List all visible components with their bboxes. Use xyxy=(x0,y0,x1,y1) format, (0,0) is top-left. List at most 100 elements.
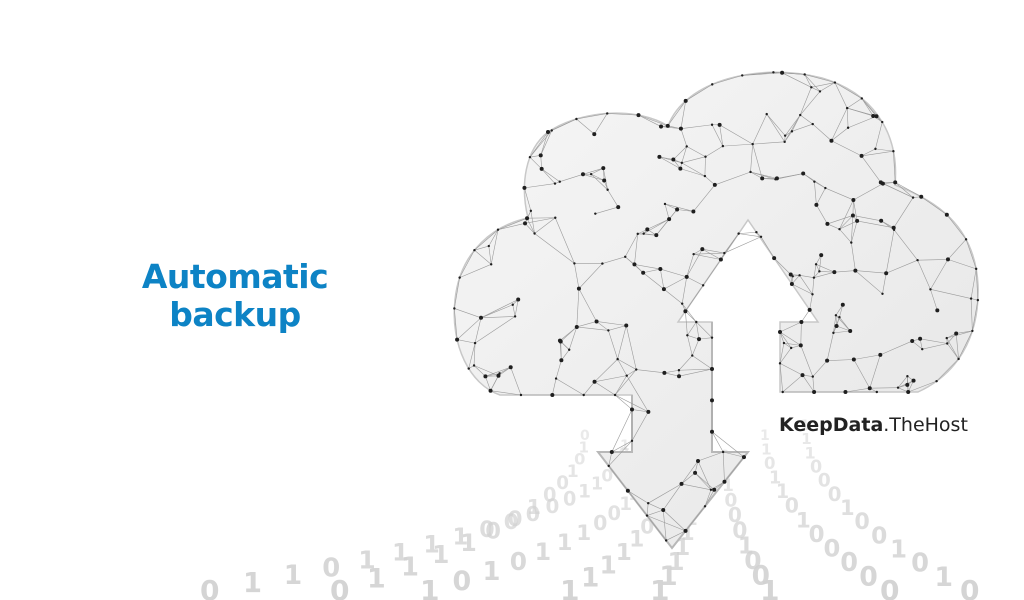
mesh-node xyxy=(803,73,806,76)
mesh-node xyxy=(659,124,664,129)
mesh-node xyxy=(550,393,555,397)
binary-digit: 1 xyxy=(600,550,617,579)
mesh-node xyxy=(663,202,667,206)
mesh-node xyxy=(573,262,576,265)
binary-digit: 0 xyxy=(593,511,607,535)
mesh-node xyxy=(881,292,884,295)
mesh-node xyxy=(458,276,461,279)
mesh-node xyxy=(832,331,835,335)
mesh-node xyxy=(721,450,725,454)
mesh-node xyxy=(974,267,978,271)
binary-digit: 0 xyxy=(543,484,557,507)
mesh-node xyxy=(905,382,910,387)
binary-digit: 1 xyxy=(432,540,449,569)
mesh-node xyxy=(741,455,746,460)
binary-digit: 0 xyxy=(504,510,519,535)
binary-digit: 0 xyxy=(871,522,887,549)
mesh-node xyxy=(878,180,883,185)
binary-digit: 1 xyxy=(535,538,551,566)
binary-digit: 0 xyxy=(752,560,770,591)
mesh-node xyxy=(878,352,883,357)
mesh-node xyxy=(811,122,814,126)
mesh-node xyxy=(891,225,896,230)
binary-digit: 0 xyxy=(854,509,869,535)
binary-digit: 1 xyxy=(578,481,591,502)
binary-stream: 1010011000001111011000111001110101100001… xyxy=(200,418,979,600)
mesh-node xyxy=(559,358,564,363)
mesh-node xyxy=(513,315,517,318)
mesh-node xyxy=(871,114,876,119)
mesh-node xyxy=(693,470,698,475)
binary-digit: 1 xyxy=(761,441,772,459)
mesh-node xyxy=(680,302,684,305)
mesh-node xyxy=(703,505,707,508)
mesh-node xyxy=(845,106,849,110)
mesh-node xyxy=(554,377,558,380)
mesh-node xyxy=(774,176,779,181)
binary-digit: 0 xyxy=(744,546,761,575)
mesh-node xyxy=(700,247,705,252)
binary-digit: 1 xyxy=(616,539,632,566)
mesh-node xyxy=(630,439,634,443)
mesh-node xyxy=(723,251,726,255)
mesh-node xyxy=(946,342,949,345)
mesh-node xyxy=(935,379,938,383)
mesh-node xyxy=(487,244,490,248)
mesh-node xyxy=(661,287,666,292)
mesh-node xyxy=(453,307,456,310)
mesh-node xyxy=(810,86,813,89)
mesh-node xyxy=(874,114,879,119)
mesh-node xyxy=(892,149,895,153)
mesh-node xyxy=(911,196,915,199)
mesh-node xyxy=(945,257,950,262)
binary-digit: 0 xyxy=(546,495,560,518)
binary-digit: 1 xyxy=(392,538,409,567)
binary-digit: 0 xyxy=(580,428,590,444)
mesh-node xyxy=(799,113,802,117)
binary-digit: 1 xyxy=(840,496,855,520)
mesh-node xyxy=(550,129,553,132)
mesh-node xyxy=(473,341,477,345)
mesh-node xyxy=(704,155,707,158)
binary-digit: 0 xyxy=(785,494,799,518)
binary-digit: 1 xyxy=(483,557,501,587)
binary-digit: 0 xyxy=(485,519,501,545)
mesh-node xyxy=(553,182,557,185)
mesh-node xyxy=(678,166,683,171)
mesh-node xyxy=(710,123,714,126)
mesh-node xyxy=(789,281,794,286)
mesh-node xyxy=(812,390,817,394)
mesh-node xyxy=(606,112,609,115)
mesh-node xyxy=(790,130,794,133)
mesh-node xyxy=(833,81,837,84)
mesh-node xyxy=(607,329,610,332)
mesh-node xyxy=(630,407,634,412)
mesh-node xyxy=(496,228,500,231)
mesh-node xyxy=(789,346,793,350)
mesh-node xyxy=(710,367,714,372)
mesh-node xyxy=(853,268,858,273)
mesh-node xyxy=(916,258,919,262)
mesh-node xyxy=(522,185,527,190)
mesh-node xyxy=(665,123,670,128)
binary-digit: 1 xyxy=(284,560,302,591)
mesh-node xyxy=(906,390,911,394)
mesh-node xyxy=(783,134,787,137)
mesh-node xyxy=(616,357,619,361)
mesh-node xyxy=(843,390,848,394)
mesh-node xyxy=(751,142,754,146)
mesh-node xyxy=(488,388,493,393)
binary-digit: 1 xyxy=(776,480,789,503)
mesh-node xyxy=(906,375,909,378)
binary-digit: 0 xyxy=(574,450,585,469)
mesh-node xyxy=(811,293,814,296)
mesh-node xyxy=(875,390,879,394)
mesh-node xyxy=(850,213,855,218)
binary-digit: 1 xyxy=(760,574,779,600)
mesh-node xyxy=(722,479,727,484)
mesh-node xyxy=(780,70,785,75)
binary-digit: 0 xyxy=(510,547,527,576)
binary-digit: 1 xyxy=(659,562,677,592)
mesh-node xyxy=(546,130,550,134)
mesh-node xyxy=(613,393,617,397)
